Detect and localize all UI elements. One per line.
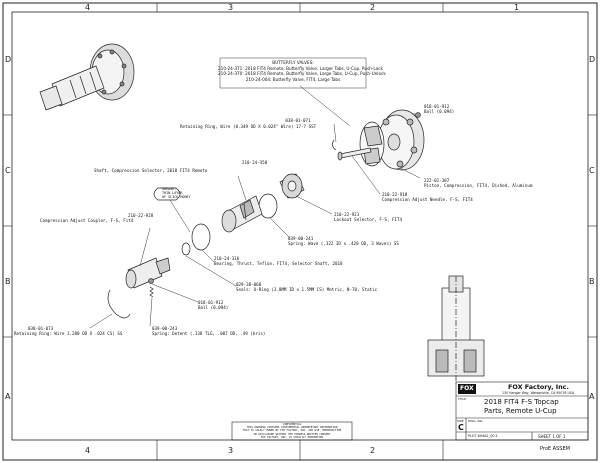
grease-note: GREASE: THIN LAYER OF SLICK HONEY bbox=[162, 187, 191, 199]
proe-assem-label: ProE ASSEM bbox=[540, 446, 570, 452]
detent-ball-illustration bbox=[148, 278, 154, 284]
grease-line-3: OF SLICK HONEY bbox=[162, 194, 191, 199]
part-desc: Bearing, Thrust, Teflon, FIT4, Selector … bbox=[214, 261, 343, 266]
part-018-01-912-bottom: 018-01-912 Ball (0.094) bbox=[198, 300, 228, 310]
column-label-2: 2 bbox=[370, 3, 376, 12]
part-number: 039-00-243 bbox=[152, 326, 178, 331]
confidential-notice: CONFIDENTIAL THIS DRAWING CONTAINS CONFI… bbox=[234, 423, 350, 439]
confidential-line-2: THIS DRAWING CONTAINS CONFIDENTIAL PROPR… bbox=[246, 426, 338, 430]
part-number: 222-01-307 bbox=[424, 178, 450, 183]
grease-callout-bubble bbox=[153, 187, 181, 201]
section-view-illustration bbox=[427, 275, 485, 384]
part-desc: Lockout Selector, F-S, FIT4 bbox=[334, 217, 403, 222]
piston-illustration bbox=[377, 109, 425, 171]
part-desc: Ball (0.094) bbox=[424, 109, 455, 114]
confidential-line-3: THAT IS SOLELY OWNED BY FOX FACTORY, INC… bbox=[242, 429, 342, 433]
column-label-4: 4 bbox=[85, 3, 91, 12]
row-label-c: C bbox=[5, 166, 11, 175]
size-label: SIZE bbox=[457, 419, 464, 423]
part-number: 038-01-071 bbox=[285, 118, 311, 123]
column-label-3: 3 bbox=[228, 3, 234, 12]
company-address: 130 Hangar Way, Watsonville, CA 95076 US… bbox=[502, 391, 575, 395]
part-desc: Spring: Wave (.322 ID x .420 OD, 3 Waves… bbox=[288, 241, 399, 246]
part-038-01-073: 038-01-073 Retaining Ring: Wire 1.280 OD… bbox=[14, 326, 122, 336]
row-label-c-right: C bbox=[589, 166, 595, 175]
fox-logo bbox=[458, 384, 476, 394]
part-029-38-068: 029-38-068 Seals: O-Ring (3.8MM ID x 1.5… bbox=[236, 282, 377, 292]
part-desc: Spring: Detent (.138 TLG, .087 OD, .49 (… bbox=[152, 331, 266, 336]
row-label-a: A bbox=[5, 392, 11, 401]
butterfly-valve-illustration bbox=[359, 121, 385, 167]
size-value: C bbox=[458, 423, 464, 432]
part-number: 038-01-073 bbox=[28, 326, 54, 331]
part-number: 018-01-912 bbox=[424, 104, 450, 109]
fox-logo-text: FOX bbox=[460, 385, 474, 392]
company-name: FOX Factory, Inc. bbox=[508, 383, 569, 391]
column-label-2-bottom: 2 bbox=[370, 446, 376, 455]
retaining-ring-small-illustration bbox=[332, 139, 337, 151]
drawing-title-line-1: 2018 FIT4 F-S Topcap bbox=[484, 398, 559, 406]
topcap-assembly-illustration bbox=[39, 43, 135, 111]
row-label-b-right: B bbox=[589, 277, 595, 286]
column-label-4-bottom: 4 bbox=[85, 446, 91, 455]
part-210-22-921: 210-22-921 Lockout Selector, F-S, FIT4 bbox=[334, 212, 402, 222]
part-number: 210-22-928 bbox=[128, 213, 154, 218]
part-desc: Compression Adjust Needle, F-S, FIT4 bbox=[382, 197, 473, 202]
part-desc: Ball (0.094) bbox=[198, 305, 229, 310]
row-label-d: D bbox=[5, 55, 12, 64]
part-number: 210-22-918 bbox=[382, 192, 408, 197]
grease-line-1: GREASE: bbox=[162, 187, 177, 191]
part-222-01-307: 222-01-307 Piston, Compression, FIT4, Di… bbox=[424, 178, 532, 188]
part-desc: Retaining Ring: Wire 1.280 OD X .024 CS)… bbox=[14, 331, 123, 336]
column-label-3-bottom: 3 bbox=[228, 446, 234, 455]
o-ring-illustration bbox=[181, 242, 191, 256]
grease-line-2: THIN LAYER bbox=[162, 190, 183, 195]
ball-illustration-top bbox=[415, 112, 421, 118]
part-desc: Compression Adjust Coupler, F-S, Fit4 bbox=[40, 218, 134, 223]
row-label-d-right: D bbox=[589, 55, 596, 64]
part-number: 029-38-068 bbox=[236, 282, 262, 287]
selector-shaft-illustration bbox=[221, 195, 263, 233]
part-210-22-918: 210-22-918 Compression Adjust Needle, F-… bbox=[382, 192, 473, 202]
part-039-00-243: 039-00-243 Spring: Detent (.138 TLG, .08… bbox=[152, 326, 265, 336]
large-retaining-ring-illustration bbox=[107, 289, 131, 319]
part-desc: Piston, Compression, FIT4, Dished, Alumi… bbox=[424, 183, 533, 188]
part-number: 210-24-316 bbox=[214, 256, 240, 261]
column-label-1: 1 bbox=[514, 3, 520, 12]
leader-lines bbox=[89, 85, 421, 329]
row-label-a-right: A bbox=[589, 392, 595, 401]
confidential-line-4: OR DISCLOSURE WITHOUT THE EXPRESS WRITTE… bbox=[253, 432, 331, 436]
part-number: 018-01-912 bbox=[198, 300, 224, 305]
confidential-line-1: CONFIDENTIAL bbox=[282, 423, 302, 426]
sheet-number: SHEET 1 OF 1 bbox=[538, 434, 566, 439]
part-039-00-241: 039-00-241 Spring: Wave (.322 ID x .420 … bbox=[288, 236, 399, 246]
part-018-01-912-top: 018-01-912 Ball (0.094) bbox=[424, 104, 454, 114]
part-210-22-928: 210-22-928 Compression Adjust Coupler, F… bbox=[40, 213, 154, 223]
part-desc: Seals: O-Ring (3.8MM ID x 1.5MM CS) Metr… bbox=[236, 287, 378, 292]
compression-adjust-coupler-illustration bbox=[125, 257, 171, 289]
part-number: 210-24-350 bbox=[242, 160, 268, 165]
detent-spring-illustration bbox=[149, 286, 154, 298]
part-038-01-071: 038-01-071 bbox=[268, 118, 328, 123]
thrust-bearing-illustration bbox=[191, 223, 211, 251]
confidential-line-5: FOX FACTORY, INC. IS STRICTLY PROHIBITED bbox=[260, 435, 324, 439]
lockout-selector-illustration bbox=[279, 173, 305, 199]
title-label: TITLE bbox=[458, 397, 467, 401]
part-number: 210-22-921 bbox=[334, 212, 360, 217]
dwg-no-label: DWG. NO. bbox=[468, 419, 483, 423]
part-210-24-316: 210-24-316 Bearing, Thrust, Teflon, FIT4… bbox=[214, 256, 343, 266]
part-210-24-350-desc: Shaft, Compression Selector, 2018 FIT4 R… bbox=[94, 168, 208, 173]
row-label-b: B bbox=[5, 277, 11, 286]
dwg-no-value: PLOT 604A2_00.1 bbox=[468, 434, 498, 438]
drawing-title-line-2: Parts, Remote U-Cup bbox=[484, 407, 557, 415]
part-210-24-350: 210-24-350 bbox=[196, 160, 267, 165]
part-038-01-071-desc: Retaining Ring, Wire (0.349 OD X 0.024" … bbox=[180, 124, 317, 129]
part-number: 039-00-241 bbox=[288, 236, 314, 241]
compression-adjust-needle-illustration bbox=[337, 147, 372, 161]
